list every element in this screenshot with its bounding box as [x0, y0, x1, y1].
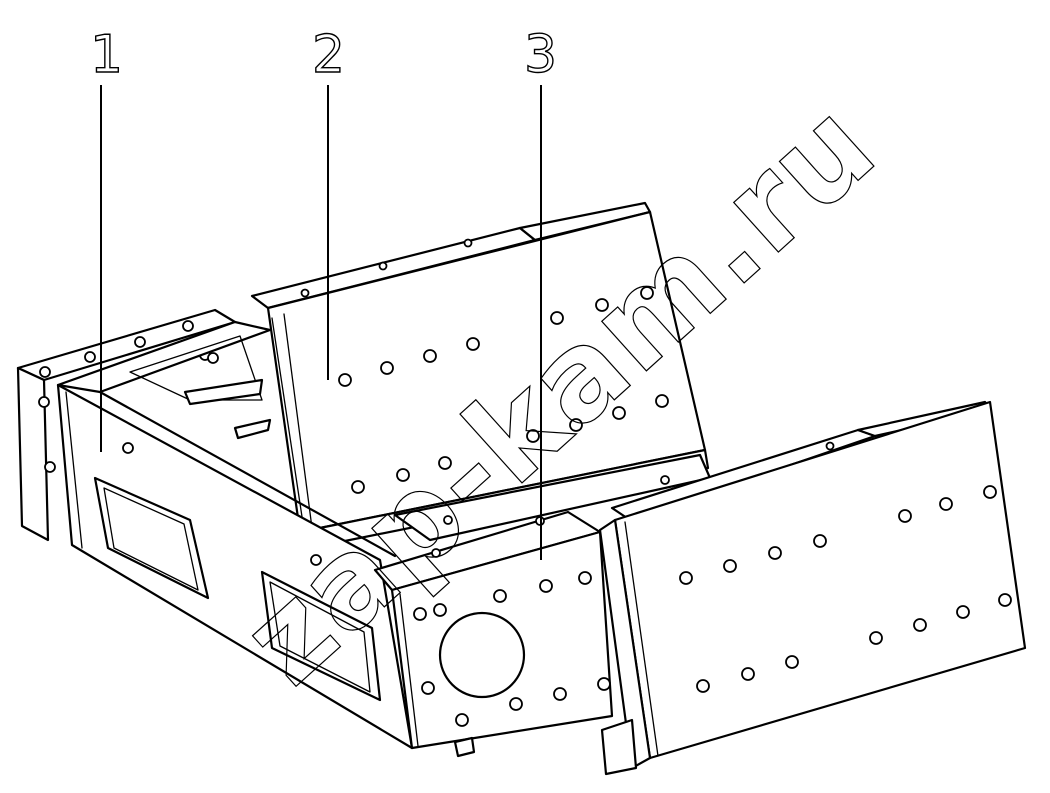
callout-1: 1 [89, 24, 124, 452]
callout-label-1: 1 [90, 25, 123, 85]
part-3-front-plate [373, 510, 614, 758]
callout-3: 3 [523, 24, 558, 560]
callout-2: 2 [311, 24, 346, 380]
part-1-side-rail [16, 308, 414, 750]
right-side-panel [598, 400, 1027, 776]
callout-label-3: 3 [524, 25, 557, 85]
callout-label-2: 2 [312, 25, 345, 85]
